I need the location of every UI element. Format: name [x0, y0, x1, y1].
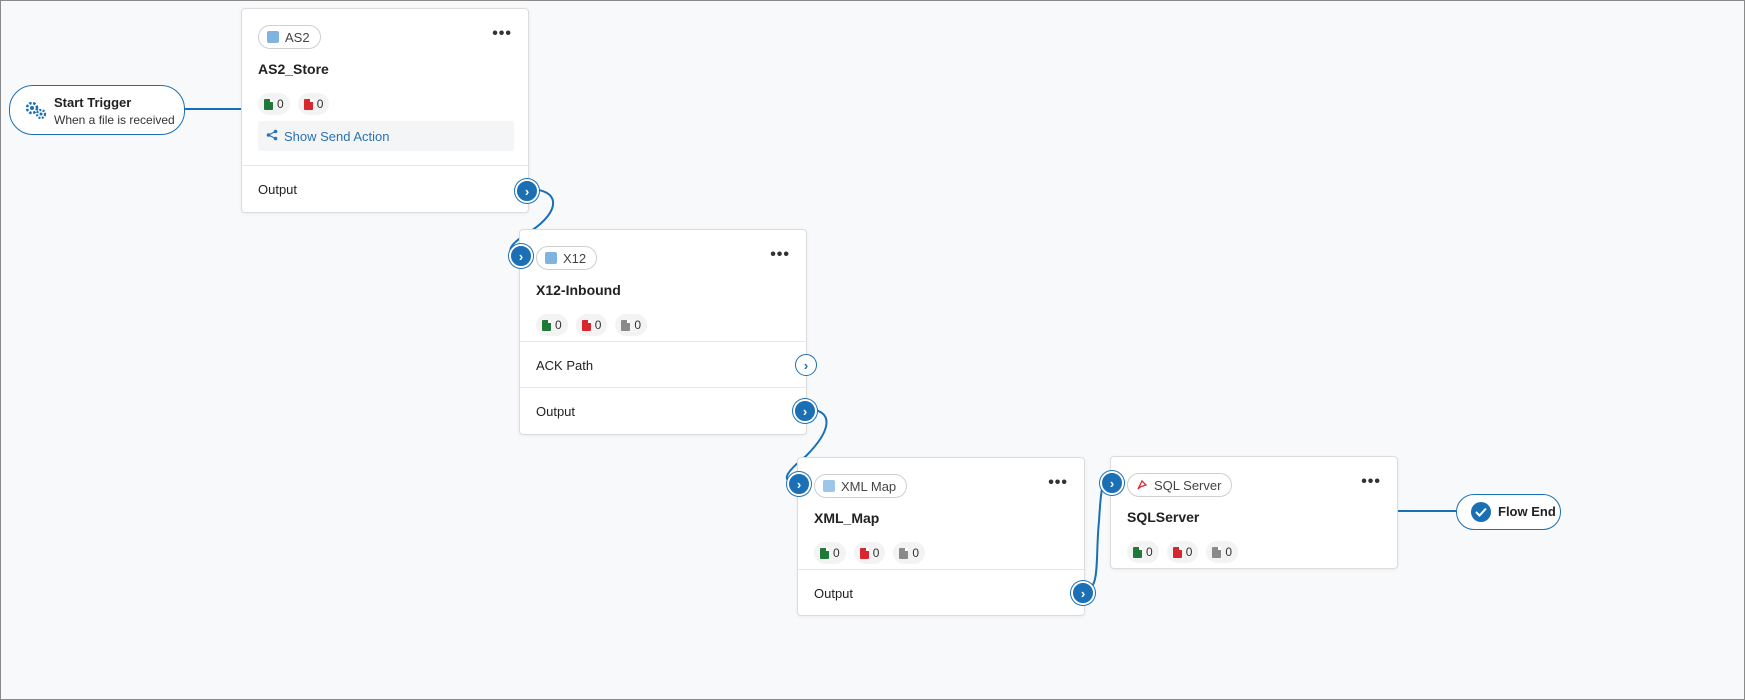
pending-count-value: 0 — [1225, 545, 1233, 559]
x12-more-menu-button[interactable]: ••• — [770, 246, 790, 263]
xmlmap-error-count[interactable]: 0 — [853, 542, 886, 564]
start-trigger-node[interactable]: Start Trigger When a file is received — [9, 85, 185, 135]
start-trigger-title: Start Trigger — [54, 95, 132, 110]
x12-pending-count[interactable]: 0 — [615, 314, 648, 336]
error-count-value: 0 — [594, 318, 602, 332]
error-count-value: 0 — [1185, 545, 1193, 559]
as2-counters: 0 0 — [258, 93, 330, 115]
x12-ack-row: ACK Path — [520, 341, 806, 388]
file-success-icon — [542, 319, 551, 331]
sqlserver-success-count[interactable]: 0 — [1127, 541, 1159, 563]
as2-more-menu-button[interactable]: ••• — [492, 25, 512, 42]
file-error-icon — [1172, 546, 1182, 558]
success-count-value: 0 — [277, 97, 284, 111]
file-success-icon — [264, 98, 273, 110]
error-count-value: 0 — [872, 546, 880, 560]
as2-node[interactable]: AS2 ••• AS2_Store 0 0 Show Send Action O… — [241, 8, 539, 213]
x12-counters: 0 0 0 — [536, 314, 648, 336]
as2-output-port[interactable]: › — [515, 179, 539, 203]
success-count-value: 0 — [1146, 545, 1153, 559]
x12-ack-port[interactable]: › — [795, 354, 817, 376]
file-success-icon — [820, 547, 829, 559]
error-count-value: 0 — [316, 97, 324, 111]
xmlmap-icon — [823, 480, 835, 492]
check-circle-icon — [1471, 502, 1491, 522]
xmlmap-input-port[interactable]: › — [787, 472, 811, 496]
as2-badge: AS2 — [258, 25, 321, 49]
xmlmap-badge-label: XML Map — [841, 478, 897, 494]
x12-output-label: Output — [536, 403, 576, 419]
xmlmap-counters: 0 0 0 — [814, 542, 926, 564]
file-error-icon — [859, 547, 869, 559]
pending-count-value: 0 — [634, 318, 642, 332]
x12-error-count[interactable]: 0 — [575, 314, 608, 336]
gears-icon — [24, 100, 48, 120]
file-pending-icon — [621, 319, 631, 331]
x12-output-port[interactable]: › — [793, 399, 817, 423]
xmlmap-output-label: Output — [814, 585, 854, 601]
sqlserver-node[interactable]: SQL Server ••• SQLServer 0 0 0 › — [1100, 456, 1398, 569]
x12-ack-label: ACK Path — [536, 357, 594, 373]
as2-output-row: Output — [242, 165, 528, 212]
as2-icon — [267, 31, 279, 43]
flow-end-label: Flow End — [1498, 504, 1556, 519]
as2-success-count[interactable]: 0 — [258, 93, 290, 115]
x12-success-count[interactable]: 0 — [536, 314, 568, 336]
x12-node[interactable]: X12 ••• X12-Inbound 0 0 0 ACK Path › Out… — [509, 229, 817, 435]
file-success-icon — [1133, 546, 1142, 558]
xmlmap-success-count[interactable]: 0 — [814, 542, 846, 564]
pending-count-value: 0 — [912, 546, 920, 560]
share-icon — [266, 129, 278, 144]
success-count-value: 0 — [555, 318, 562, 332]
sqlserver-badge: SQL Server — [1127, 473, 1233, 497]
flow-end-node[interactable]: Flow End — [1456, 494, 1561, 530]
xmlmap-pending-count[interactable]: 0 — [893, 542, 926, 564]
file-pending-icon — [1212, 546, 1222, 558]
sqlserver-counters: 0 0 0 — [1127, 541, 1239, 563]
x12-node-title: X12-Inbound — [536, 282, 621, 298]
show-send-action-button[interactable]: Show Send Action — [258, 121, 514, 151]
wire-xmlmap-to-sql — [1082, 480, 1111, 592]
sqlserver-input-port[interactable]: › — [1100, 471, 1124, 495]
as2-error-count[interactable]: 0 — [297, 93, 330, 115]
file-error-icon — [303, 98, 313, 110]
x12-badge-label: X12 — [563, 250, 587, 266]
sql-server-icon — [1136, 479, 1148, 491]
x12-icon — [545, 252, 557, 264]
as2-node-title: AS2_Store — [258, 61, 329, 77]
xmlmap-output-port[interactable]: › — [1071, 581, 1095, 605]
file-error-icon — [581, 319, 591, 331]
xmlmap-badge: XML Map — [814, 474, 908, 498]
x12-badge: X12 — [536, 246, 598, 270]
sqlserver-error-count[interactable]: 0 — [1166, 541, 1199, 563]
sqlserver-badge-label: SQL Server — [1154, 477, 1222, 493]
x12-input-port[interactable]: › — [509, 244, 533, 268]
xmlmap-output-row: Output — [798, 569, 1084, 616]
show-send-action-label: Show Send Action — [284, 128, 390, 144]
xmlmap-node[interactable]: XML Map ••• XML_Map 0 0 0 Output › › — [787, 457, 1095, 616]
xmlmap-more-menu-button[interactable]: ••• — [1048, 474, 1068, 491]
x12-output-row: Output — [520, 387, 806, 434]
as2-output-label: Output — [258, 181, 298, 197]
success-count-value: 0 — [833, 546, 840, 560]
sqlserver-more-menu-button[interactable]: ••• — [1361, 473, 1381, 490]
as2-badge-label: AS2 — [285, 29, 310, 45]
file-pending-icon — [899, 547, 909, 559]
start-trigger-subtitle: When a file is received — [54, 113, 175, 127]
xmlmap-node-title: XML_Map — [814, 510, 880, 526]
sqlserver-node-title: SQLServer — [1127, 509, 1200, 525]
sqlserver-pending-count[interactable]: 0 — [1206, 541, 1239, 563]
